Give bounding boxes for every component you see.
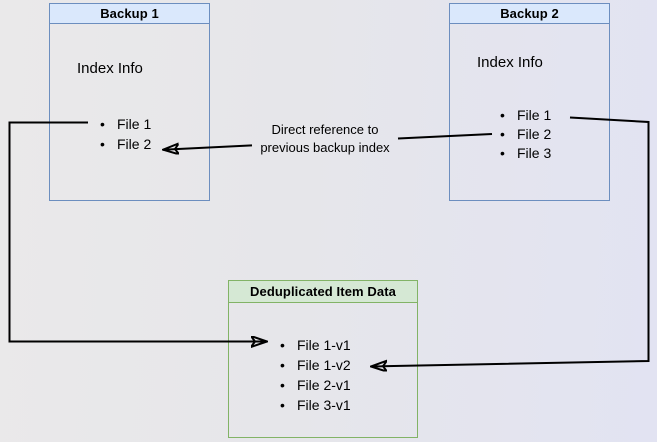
list-item: File 1 (99, 114, 151, 134)
dedup-file-list: File 1-v1 File 1-v2 File 2-v1 File 3-v1 (279, 335, 351, 415)
list-item: File 1 (499, 106, 551, 125)
list-item: File 2 (99, 134, 151, 154)
list-item: File 1-v1 (279, 335, 351, 355)
backup1-file-list: File 1 File 2 (99, 114, 151, 154)
list-item: File 3 (499, 144, 551, 163)
backup2-index-info-label: Index Info (477, 54, 543, 71)
backup1-node: Backup 1 Index Info File 1 File 2 (49, 3, 210, 201)
direct-reference-label-line2: previous backup index (260, 140, 390, 155)
backup1-index-info-label: Index Info (77, 60, 143, 77)
list-item: File 1-v2 (279, 355, 351, 375)
list-item: File 2-v1 (279, 375, 351, 395)
list-item: File 2 (499, 125, 551, 144)
backup2-node: Backup 2 Index Info File 1 File 2 File 3 (449, 3, 610, 201)
direct-reference-label-line1: Direct reference to (271, 122, 379, 137)
deduplicated-item-data-node: Deduplicated Item Data File 1-v1 File 1-… (228, 280, 418, 438)
direct-reference-label: Direct reference to previous backup inde… (233, 121, 417, 157)
list-item: File 3-v1 (279, 395, 351, 415)
backup1-title: Backup 1 (50, 4, 209, 24)
backup2-title: Backup 2 (450, 4, 609, 24)
dedup-title: Deduplicated Item Data (229, 281, 417, 303)
backup2-file-list: File 1 File 2 File 3 (499, 106, 551, 163)
